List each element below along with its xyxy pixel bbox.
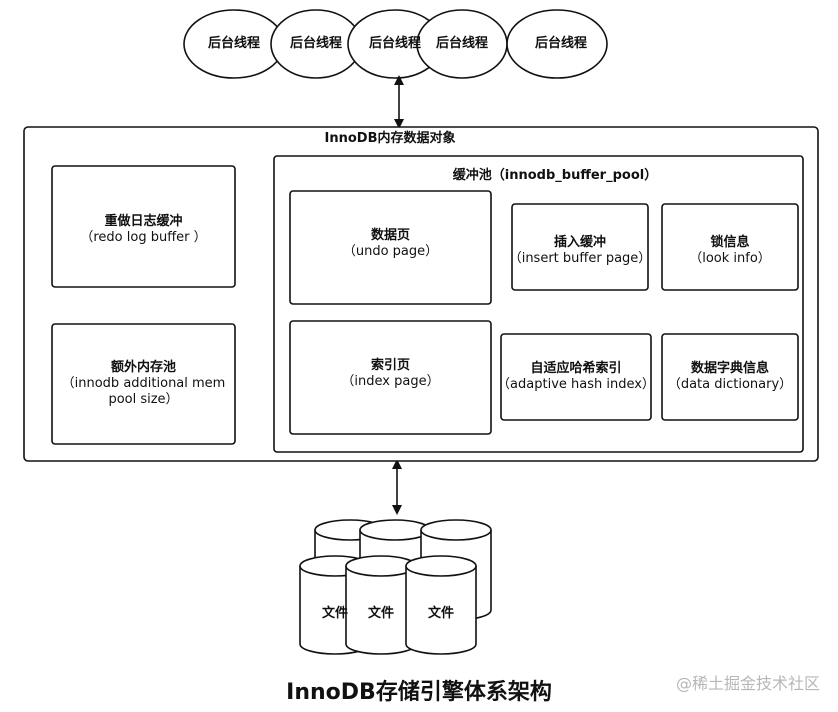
adaptive-hash-name: 自适应哈希索引 [530,361,622,376]
data-page-box [289,190,492,305]
adaptive-hash-en: （adaptive hash index） [497,377,655,392]
redo-name: 重做日志缓冲 [104,214,183,229]
file-label: 文件 [427,606,454,621]
additional-mem-pool-box [51,323,236,445]
adaptive-hash-box [500,333,652,421]
index-page-en: （index page） [341,374,440,389]
redo-en: （redo log buffer ） [80,230,207,245]
extra-en: （innodb additional mem [61,376,226,391]
diagram-caption: InnoDB存储引擎体系架构 [286,680,552,705]
thread-label: 后台线程 [534,36,587,51]
data-dictionary-box [661,333,799,421]
index-page-name: 索引页 [370,358,410,373]
file-label: 文件 [367,606,394,621]
thread-label: 后台线程 [289,36,342,51]
lock-info-box [661,203,799,291]
thread-label: 后台线程 [368,36,421,51]
lock-info-en: （look info） [689,251,771,266]
extra-en2: pool size） [108,392,179,407]
insert-buffer-box [511,203,649,291]
data-dictionary-en: （data dictionary） [667,377,793,392]
data-page-name: 数据页 [370,228,410,243]
insert-buffer-en: （insert buffer page） [508,251,652,266]
lock-info-name: 锁信息 [710,235,750,250]
file-label: 文件 [321,606,348,621]
extra-name: 额外内存池 [110,360,176,375]
file-cylinder [405,555,477,655]
thread-label: 后台线程 [435,36,488,51]
data-page-en: （undo page） [342,244,439,259]
thread-ellipse [506,9,608,79]
insert-buffer-name: 插入缓冲 [553,235,606,250]
index-page-box [289,320,492,435]
memory-title: InnoDB内存数据对象 [324,131,456,146]
thread-label: 后台线程 [207,36,260,51]
buffer-pool-title: 缓冲池（innodb_buffer_pool） [452,168,658,183]
watermark: @稀土掘金技术社区 [675,674,820,693]
data-dictionary-name: 数据字典信息 [690,361,769,376]
redo-log-buffer-box [51,165,236,288]
